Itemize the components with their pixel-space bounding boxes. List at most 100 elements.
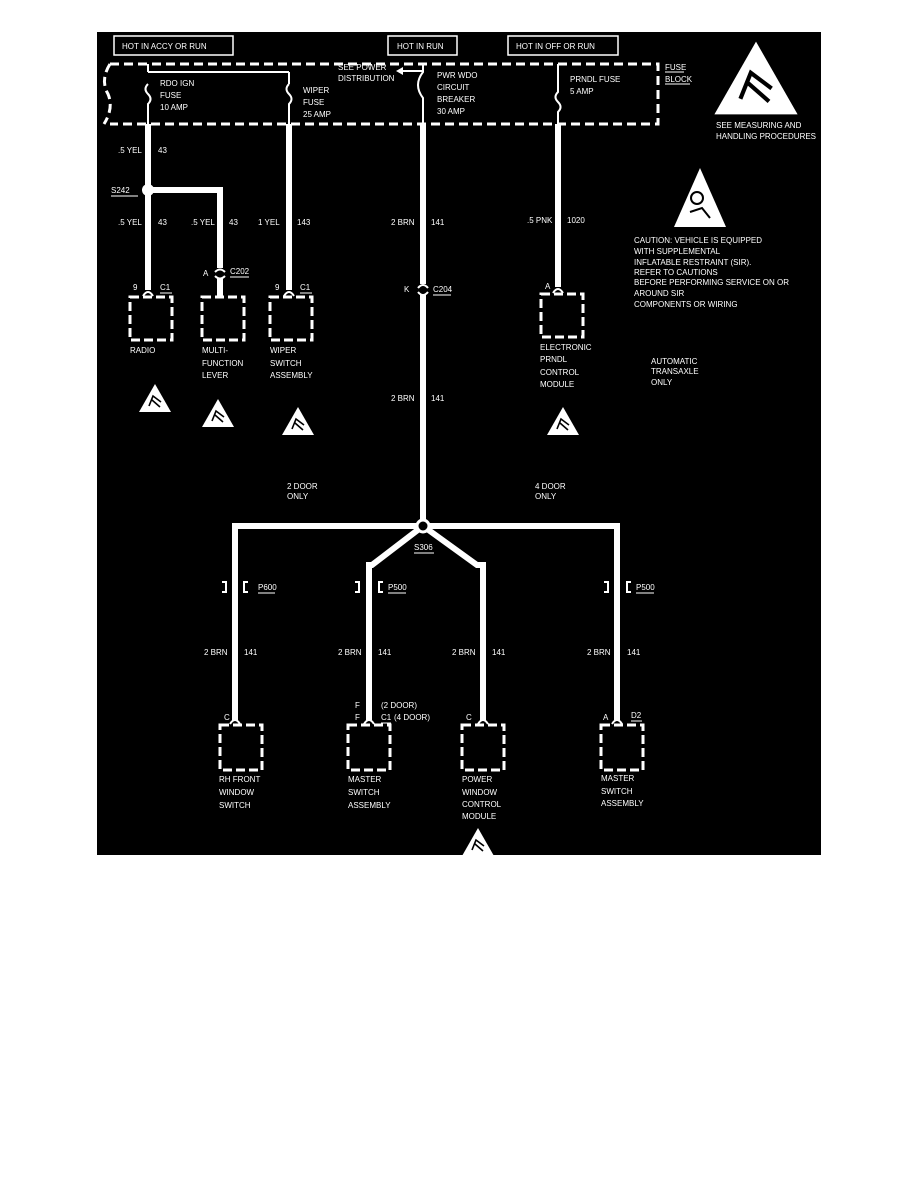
diagram-label: CONTROL bbox=[462, 800, 502, 809]
diagram-label: 141 bbox=[244, 648, 258, 657]
diagram-label: SEE MEASURING AND bbox=[716, 121, 802, 130]
diagram-label: C1 bbox=[160, 283, 171, 292]
diagram-label: SWITCH bbox=[601, 787, 633, 796]
diagram-label: 141 bbox=[492, 648, 506, 657]
diagram-label: ONLY bbox=[651, 378, 673, 387]
diagram-label: RH FRONT bbox=[219, 775, 260, 784]
diagram-label: 2 BRN bbox=[391, 394, 415, 403]
diagram-label: MASTER bbox=[601, 774, 635, 783]
diagram-label: 25 AMP bbox=[303, 110, 331, 119]
diagram-label: S306 bbox=[414, 543, 433, 552]
diagram-label: 43 bbox=[158, 146, 167, 155]
diagram-label: SWITCH bbox=[348, 788, 380, 797]
diagram-label: FUSE bbox=[665, 63, 686, 72]
diagram-label: ASSEMBLY bbox=[270, 371, 313, 380]
diagram-label: WIPER bbox=[270, 346, 296, 355]
diagram-label: .5 YEL bbox=[118, 146, 142, 155]
diagram-label: 2 BRN bbox=[391, 218, 415, 227]
diagram-label: HOT IN ACCY OR RUN bbox=[122, 42, 207, 51]
diagram-label: 2 DOOR bbox=[287, 482, 318, 491]
diagram-label: COMPONENTS OR WIRING bbox=[634, 300, 738, 309]
diagram-label: RDO IGN bbox=[160, 79, 194, 88]
diagram-label: .5 PNK bbox=[527, 216, 553, 225]
inline-connectors: P600 P500 P500 bbox=[222, 581, 655, 594]
diagram-label: FUSE bbox=[160, 91, 181, 100]
bottom-connector-pins: C F (2 DOOR) F C1 (4 DOOR) C A D2 bbox=[224, 701, 642, 725]
diagram-label: 2 BRN bbox=[338, 648, 362, 657]
diagram-label: .5 YEL bbox=[118, 218, 142, 227]
diagram-label: ELECTRONIC bbox=[540, 343, 592, 352]
diagram-label: A bbox=[545, 282, 551, 291]
diagram-label: BEFORE PERFORMING SERVICE ON OR bbox=[634, 278, 789, 287]
diagram-label: CIRCUIT bbox=[437, 83, 470, 92]
diagram-label: 143 bbox=[297, 218, 311, 227]
diagram-label: INFLATABLE RESTRAINT (SIR). bbox=[634, 258, 751, 267]
radio-component bbox=[128, 295, 174, 342]
diagram-label: 2 BRN bbox=[587, 648, 611, 657]
diagram-label: AROUND SIR bbox=[634, 289, 684, 298]
diagram-label: ONLY bbox=[287, 492, 309, 501]
diagram-label: WIPER bbox=[303, 86, 329, 95]
diagram-label: 141 bbox=[431, 218, 445, 227]
diagram-label: HOT IN OFF OR RUN bbox=[516, 42, 595, 51]
diagram-label: 9 bbox=[133, 283, 138, 292]
wire-circuit-141: 2 BRN 141 K C204 2 BRN 141 S306 bbox=[232, 124, 620, 720]
diagram-label: A bbox=[603, 713, 609, 722]
diagram-label: CONTROL bbox=[540, 368, 580, 377]
prndl-module-component bbox=[539, 292, 585, 339]
diagram-label: 2 BRN bbox=[452, 648, 476, 657]
diagram-label: C1 bbox=[381, 713, 392, 722]
diagram-label: C1 bbox=[300, 283, 311, 292]
diagram-label: DISTRIBUTION bbox=[338, 74, 395, 83]
sir-caution-note: CAUTION: VEHICLE IS EQUIPPED WITH SUPPLE… bbox=[634, 168, 789, 309]
diagram-label: 30 AMP bbox=[437, 107, 465, 116]
diagram-label: 4 DOOR bbox=[535, 482, 566, 491]
diagram-label: 141 bbox=[627, 648, 641, 657]
diagram-label: ASSEMBLY bbox=[601, 799, 644, 808]
diagram-label: C bbox=[466, 713, 472, 722]
diagram-label: HOT IN RUN bbox=[397, 42, 444, 51]
diagram-label: A bbox=[203, 269, 209, 278]
diagram-label: 1020 bbox=[567, 216, 585, 225]
diagram-label: C bbox=[224, 713, 230, 722]
diagram-label: SWITCH bbox=[219, 801, 251, 810]
diagram-label: REFER TO CAUTIONS bbox=[634, 268, 718, 277]
diagram-label: MULTI- bbox=[202, 346, 228, 355]
diagram-label: P500 bbox=[388, 583, 407, 592]
diagram-label: FUNCTION bbox=[202, 359, 244, 368]
diagram-label: SWITCH bbox=[270, 359, 302, 368]
diagram-label: TRANSAXLE bbox=[651, 367, 699, 376]
diagram-label: WINDOW bbox=[462, 788, 498, 797]
diagram-label: 43 bbox=[229, 218, 238, 227]
diagram-label: (2 DOOR) bbox=[381, 701, 417, 710]
diagram-label: K bbox=[404, 285, 410, 294]
diagram-label: F bbox=[355, 713, 360, 722]
diagram-label: S242 bbox=[111, 186, 130, 195]
diagram-label: POWER bbox=[462, 775, 492, 784]
diagram-label: P500 bbox=[636, 583, 655, 592]
diagram-label: PWR WDO bbox=[437, 71, 477, 80]
diagram-label: C204 bbox=[433, 285, 453, 294]
diagram-label: PRNDL bbox=[540, 355, 568, 364]
diagram-label: BREAKER bbox=[437, 95, 475, 104]
header-hot-accy-run: HOT IN ACCY OR RUN bbox=[113, 35, 234, 56]
diagram-label: BLOCK bbox=[665, 75, 693, 84]
diagram-label: P600 bbox=[258, 583, 277, 592]
power-window-control-module-component bbox=[460, 723, 506, 772]
diagram-label: MODULE bbox=[462, 812, 496, 821]
wiper-switch-component bbox=[268, 295, 314, 342]
diagram-label: WINDOW bbox=[219, 788, 255, 797]
diagram-label: 141 bbox=[431, 394, 445, 403]
airbag-warning-icon bbox=[674, 168, 726, 227]
multifunction-lever-component bbox=[200, 295, 246, 342]
header-hot-off-run: HOT IN OFF OR RUN bbox=[507, 35, 619, 56]
diagram-label: 9 bbox=[275, 283, 280, 292]
rh-front-window-switch-component bbox=[218, 723, 264, 772]
diagram-label: F bbox=[355, 701, 360, 710]
diagram-label: HANDLING PROCEDURES bbox=[716, 132, 816, 141]
diagram-label: 43 bbox=[158, 218, 167, 227]
diagram-label: 141 bbox=[378, 648, 392, 657]
